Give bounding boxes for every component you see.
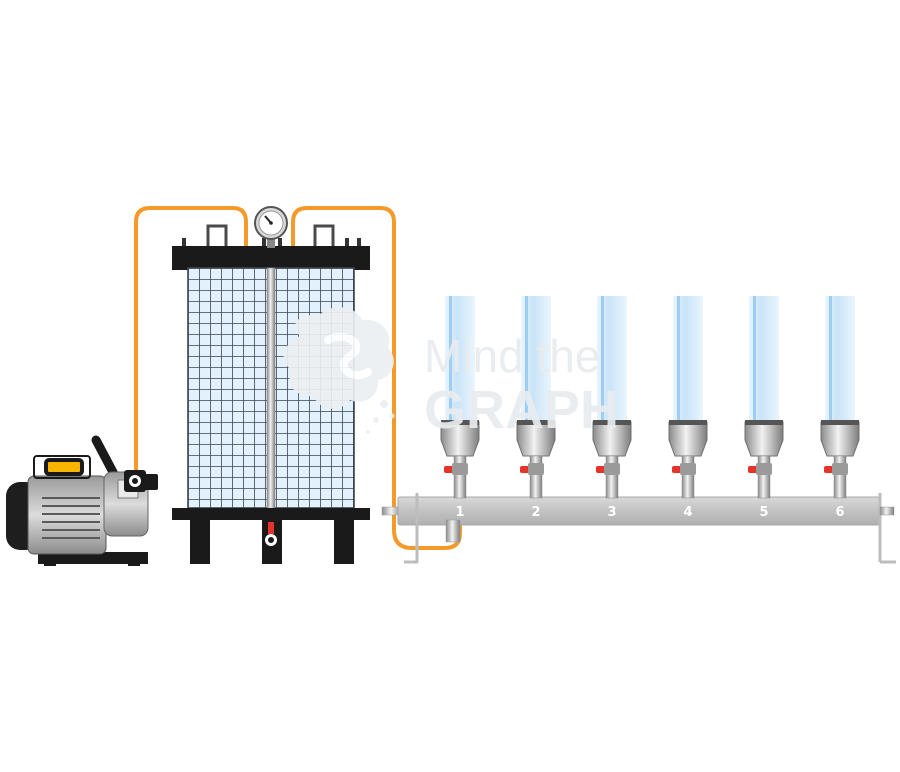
filter-funnel: 3 xyxy=(592,296,632,520)
filter-funnels: 1 2 3 4 5 6 xyxy=(440,296,860,520)
port-number: 4 xyxy=(683,505,692,520)
port-number: 2 xyxy=(531,505,540,520)
tank-lug-right xyxy=(313,224,335,250)
manifold xyxy=(381,493,896,564)
pump-badge xyxy=(44,458,84,476)
watermark-line1: Mind the xyxy=(424,330,600,382)
manifold-support-right xyxy=(878,493,896,564)
filter-funnel: 2 xyxy=(516,296,556,520)
pump-top-box xyxy=(33,455,91,479)
vacuum-tubing xyxy=(134,206,462,550)
port-number: 3 xyxy=(607,505,616,520)
tube-pump-to-tank xyxy=(134,206,248,478)
pump-foot-left xyxy=(44,560,56,566)
tank-center-pipe xyxy=(266,267,276,511)
tank-leg-left xyxy=(190,518,210,564)
filter-funnel: 6 xyxy=(820,296,860,520)
tank-base-plate xyxy=(172,508,370,520)
tank-bolts xyxy=(182,238,361,248)
tank-drain-valve xyxy=(268,522,274,534)
pump-foot-right xyxy=(128,560,140,566)
watermark-line2: GRAPH xyxy=(424,380,619,440)
funnel-collar xyxy=(744,421,784,457)
motor-fins xyxy=(42,497,100,539)
manifold-outlet-stub xyxy=(879,506,895,516)
funnel-stem xyxy=(529,455,543,499)
funnel-collar xyxy=(820,421,860,457)
filter-funnel: 5 xyxy=(744,296,784,520)
brain-logo xyxy=(283,307,395,434)
manifold-pipe xyxy=(397,496,881,526)
filter-funnel: 4 xyxy=(668,296,708,520)
funnel-stem xyxy=(605,455,619,499)
manifold-support-left xyxy=(404,493,419,564)
tank-leg-right xyxy=(334,518,354,564)
funnel-stem xyxy=(453,455,467,499)
pump-handle xyxy=(91,435,119,479)
funnel-stem xyxy=(757,455,771,499)
port-number: 6 xyxy=(835,505,844,520)
filter-funnel: 1 xyxy=(440,296,480,520)
tank-lid xyxy=(172,246,370,270)
port-number: 1 xyxy=(455,505,464,520)
pump-base xyxy=(38,552,148,564)
port-number: 5 xyxy=(759,505,768,520)
watermark: Mind the GRAPH xyxy=(283,307,619,440)
tank-lug-left xyxy=(206,224,228,250)
gauge-icon xyxy=(254,206,288,248)
tube-tank-to-manifold xyxy=(291,206,462,550)
funnel-stem xyxy=(681,455,695,499)
funnel-collar xyxy=(668,421,708,457)
vacuum-pump xyxy=(6,435,158,566)
funnel-stem xyxy=(833,455,847,499)
